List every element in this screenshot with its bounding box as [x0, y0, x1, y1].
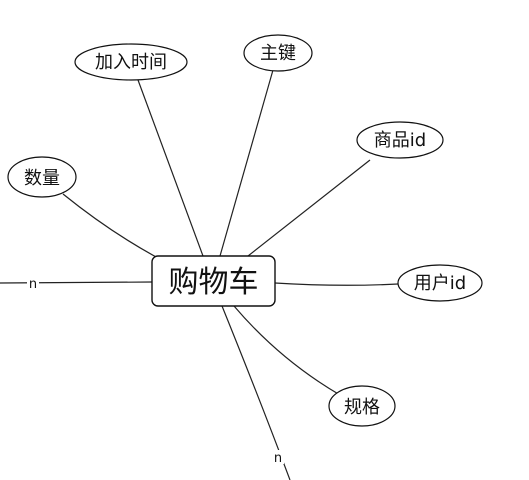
- attribute-primary-key-label: 主键: [260, 43, 296, 64]
- cardinality-left: n: [29, 277, 37, 292]
- attribute-primary-key-shape: [243, 34, 313, 72]
- edge-spec: [233, 305, 341, 396]
- attribute-quantity-label: 数量: [24, 168, 60, 189]
- attribute-user-id-shape: [397, 264, 483, 302]
- edge-join-time: [137, 79, 204, 257]
- attribute-spec-label: 规格: [344, 397, 380, 418]
- attribute-join-time-shape: [74, 43, 188, 81]
- entity-shopping-cart[interactable]: 购物车: [151, 255, 276, 307]
- attribute-user-id[interactable]: 用户id: [397, 264, 483, 302]
- edge-user-id: [274, 282, 399, 286]
- entity-shopping-cart-label: 购物车: [169, 265, 259, 300]
- attribute-spec[interactable]: 规格: [328, 385, 396, 427]
- attribute-primary-key[interactable]: 主键: [243, 34, 313, 72]
- edge-quantity: [62, 193, 159, 259]
- cardinality-bottom-bg: [272, 450, 284, 464]
- attribute-join-time-label: 加入时间: [95, 52, 167, 73]
- attribute-product-id-label: 商品id: [374, 130, 426, 151]
- cardinality-bottom: n: [274, 451, 282, 466]
- cardinality-left-bg: [27, 276, 39, 290]
- edge-relationship-left: [0, 281, 153, 284]
- attribute-quantity[interactable]: 数量: [7, 156, 77, 198]
- attribute-quantity-shape: [7, 156, 77, 198]
- attribute-product-id-shape: [356, 121, 444, 159]
- attribute-spec-shape: [328, 385, 396, 427]
- attribute-product-id[interactable]: 商品id: [356, 121, 444, 159]
- edge-primary-key: [219, 69, 274, 257]
- entity-shopping-cart-box: [151, 255, 276, 307]
- edge-product-id: [247, 159, 371, 257]
- attribute-join-time[interactable]: 加入时间: [74, 43, 188, 81]
- attribute-user-id-label: 用户id: [414, 273, 466, 294]
